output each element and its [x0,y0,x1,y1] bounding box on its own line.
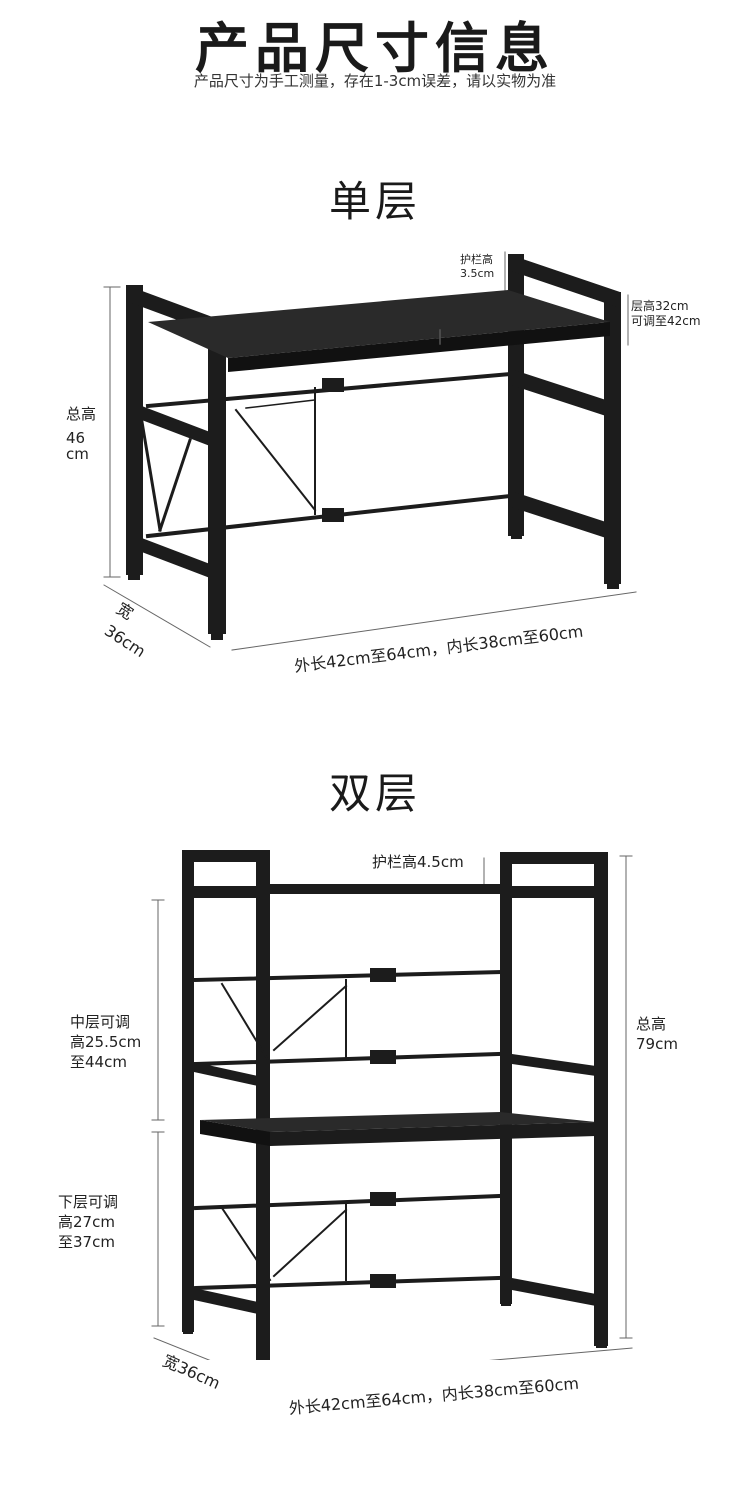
single-shelf-height-1: 层高32cm [631,299,689,313]
single-layer-title: 单层 [328,177,421,226]
double-lower-2: 高27cm [58,1213,115,1231]
double-lower-3: 至37cm [58,1233,115,1251]
double-middle-1: 中层可调 [70,1013,131,1031]
double-layer-rack-drawing [151,850,633,1360]
single-shelf-height-2: 可调至42cm [631,314,701,328]
single-total-height-1: 总高 [66,405,97,423]
double-guard-label: 护栏高4.5cm [372,853,464,871]
single-guard-label-2: 3.5cm [460,267,495,280]
double-total-2: 79cm [636,1035,678,1053]
page-title: 产品尺寸信息 [195,17,555,80]
double-middle-3: 至44cm [70,1053,127,1071]
double-layer-title: 双层 [328,769,421,818]
single-total-height-3: cm [66,445,89,463]
double-total-1: 总高 [636,1015,667,1033]
single-layer-rack-drawing [103,251,637,651]
single-guard-label-1: 护栏高 [460,253,493,266]
measurement-note: 产品尺寸为手工测量，存在1-3cm误差，请以实物为准 [193,72,557,90]
single-total-height-2: 46 [66,429,86,447]
double-middle-2: 高25.5cm [70,1033,142,1051]
double-lower-1: 下层可调 [58,1193,119,1211]
double-length-label: 外长42cm至64cm，内长38cm至60cm [288,1373,580,1418]
